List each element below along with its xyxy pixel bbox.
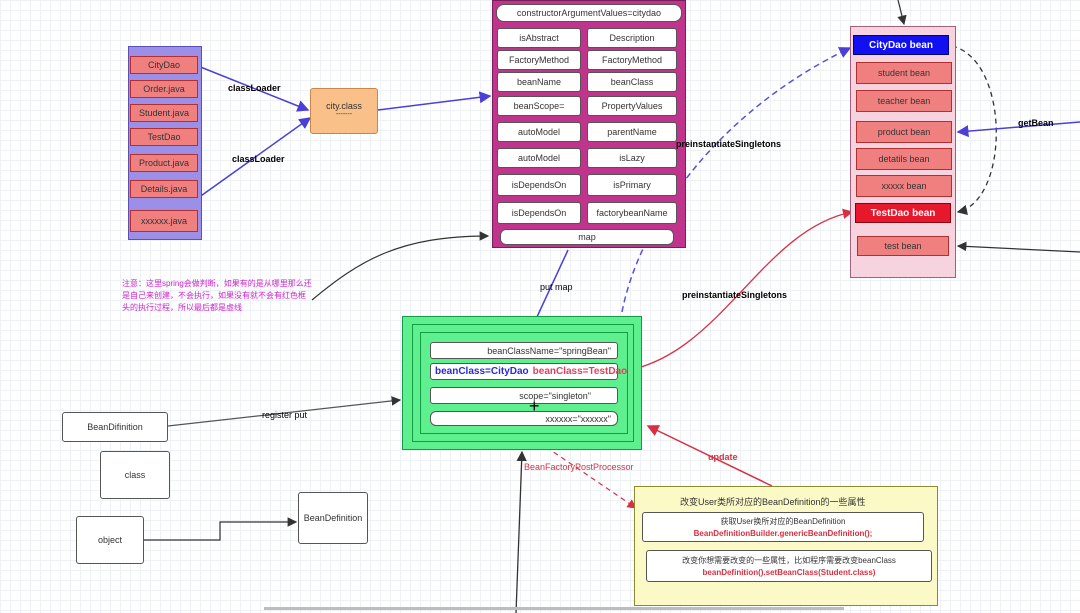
city-class-sub: ------- xyxy=(335,111,353,118)
pool-bean-item[interactable]: student bean xyxy=(856,62,952,84)
bean-class-testdao: beanClass=TestDao xyxy=(532,366,628,377)
bean-def-prop-cell: beanName xyxy=(497,72,581,92)
bean-def-prop-cell: FactoryMethod xyxy=(587,50,677,70)
class-file-item[interactable]: Student.java xyxy=(130,104,198,122)
object-box[interactable]: object xyxy=(76,516,144,564)
bean-def-prop-cell: beanClass xyxy=(587,72,677,92)
bean-def-prop-cell: isDependsOn xyxy=(497,174,581,196)
set-class-code: beanDefinition().setBeanClass(Student.cl… xyxy=(702,568,876,577)
class-file-item[interactable]: CityDao xyxy=(130,56,198,74)
get-bean-label: getBean xyxy=(1018,118,1054,128)
bean-definition-box[interactable]: BeanDefinition xyxy=(298,492,368,544)
bean-def-prop-cell: FactoryMethod xyxy=(497,50,581,70)
pool-bean-item[interactable]: product bean xyxy=(856,121,952,143)
bfpp-label: BeanFactoryPostProcessor xyxy=(524,462,634,472)
bean-def-prop-cell: isLazy xyxy=(587,148,677,168)
bean-def-prop-cell: beanScope= xyxy=(497,96,581,116)
class-file-item[interactable]: Product.java xyxy=(130,154,198,172)
bean-definition-map-mid xyxy=(412,324,634,442)
class-loader-label-2: classLoader xyxy=(232,154,285,164)
city-class-box[interactable]: city.class ------- xyxy=(310,88,378,134)
bean-def-prop-cell: factorybeanName xyxy=(587,202,677,224)
class-file-item[interactable]: Order.java xyxy=(130,80,198,98)
bean-def-prop-cell: parentName xyxy=(587,122,677,142)
map-row-bean-class: beanClass=CityDao beanClass=TestDao xyxy=(430,363,627,380)
preinstantiate-label-mid: preinstantiateSingletons xyxy=(682,290,788,300)
bean-def-prop-cell: isPrimary xyxy=(587,174,677,196)
get-definition-code: BeanDefinitionBuilder.genericBeanDefinit… xyxy=(693,529,873,538)
pool-bean-item[interactable]: teacher bean xyxy=(856,90,952,112)
bean-def-prop-cell: autoModel xyxy=(497,148,581,168)
bean-def-prop-cell: autoModel xyxy=(497,122,581,142)
get-definition-line1: 获取User换所对应的BeanDefinition xyxy=(720,517,846,526)
pool-bean-item[interactable]: detatils bean xyxy=(856,148,952,170)
class-file-item[interactable]: xxxxxx.java xyxy=(130,210,198,232)
bean-definition-map-outer xyxy=(402,316,642,450)
bean-difinition-box[interactable]: BeanDifinition xyxy=(62,412,168,442)
cursor-crosshair-icon: + xyxy=(529,396,540,416)
testdao-bean[interactable]: TestDao bean xyxy=(855,203,951,223)
map-cell: map xyxy=(500,229,674,245)
modify-bean-definition-panel xyxy=(634,486,938,606)
preinstantiate-label-top: preinstantiateSingletons xyxy=(676,139,782,149)
set-class-box: 改变你想需要改变的一些属性，比如程序需要改变beanClass beanDefi… xyxy=(646,550,932,582)
pool-bean-item[interactable]: xxxxx bean xyxy=(856,175,952,197)
register-put-label: register put xyxy=(262,410,308,420)
citydao-bean-header[interactable]: CityDao bean xyxy=(853,35,949,55)
set-class-line1: 改变你想需要改变的一些属性，比如程序需要改变beanClass xyxy=(682,556,896,565)
map-row-extra: xxxxxx="xxxxxx" xyxy=(430,411,618,426)
bean-def-prop-cell: isDependsOn xyxy=(497,202,581,224)
class-file-item[interactable]: TestDao xyxy=(130,128,198,146)
bean-def-prop-cell: Description xyxy=(587,28,677,48)
bean-def-prop-cell: isAbstract xyxy=(497,28,581,48)
map-row-bean-class-name: beanClassName="springBean" xyxy=(430,342,618,359)
get-definition-box: 获取User换所对应的BeanDefinition BeanDefinition… xyxy=(642,512,924,542)
bean-definition-map-inner xyxy=(420,332,628,434)
note-text: 注意：这里spring会做判断，如果有的是从哪里那么还是自己来创建，不会执行，如… xyxy=(122,279,312,312)
put-map-label: put map xyxy=(540,282,573,292)
bean-class-citydao: beanClass=CityDao xyxy=(435,366,529,377)
update-label: update xyxy=(708,452,738,462)
class-file-item[interactable]: Details.java xyxy=(130,180,198,198)
map-row-scope: scope="singleton" xyxy=(430,387,618,404)
class-loader-label-1: classLoader xyxy=(228,83,281,93)
bean-def-prop-cell: PropertyValues xyxy=(587,96,677,116)
city-class-name: city.class xyxy=(326,101,362,111)
modify-panel-title: 改变User类所对应的BeanDefinition的一些属性 xyxy=(680,497,866,507)
constructor-args-cell: constructorArgumentValues=citydao xyxy=(496,4,682,22)
test-bean[interactable]: test bean xyxy=(857,236,949,256)
class-box[interactable]: class xyxy=(100,451,170,499)
